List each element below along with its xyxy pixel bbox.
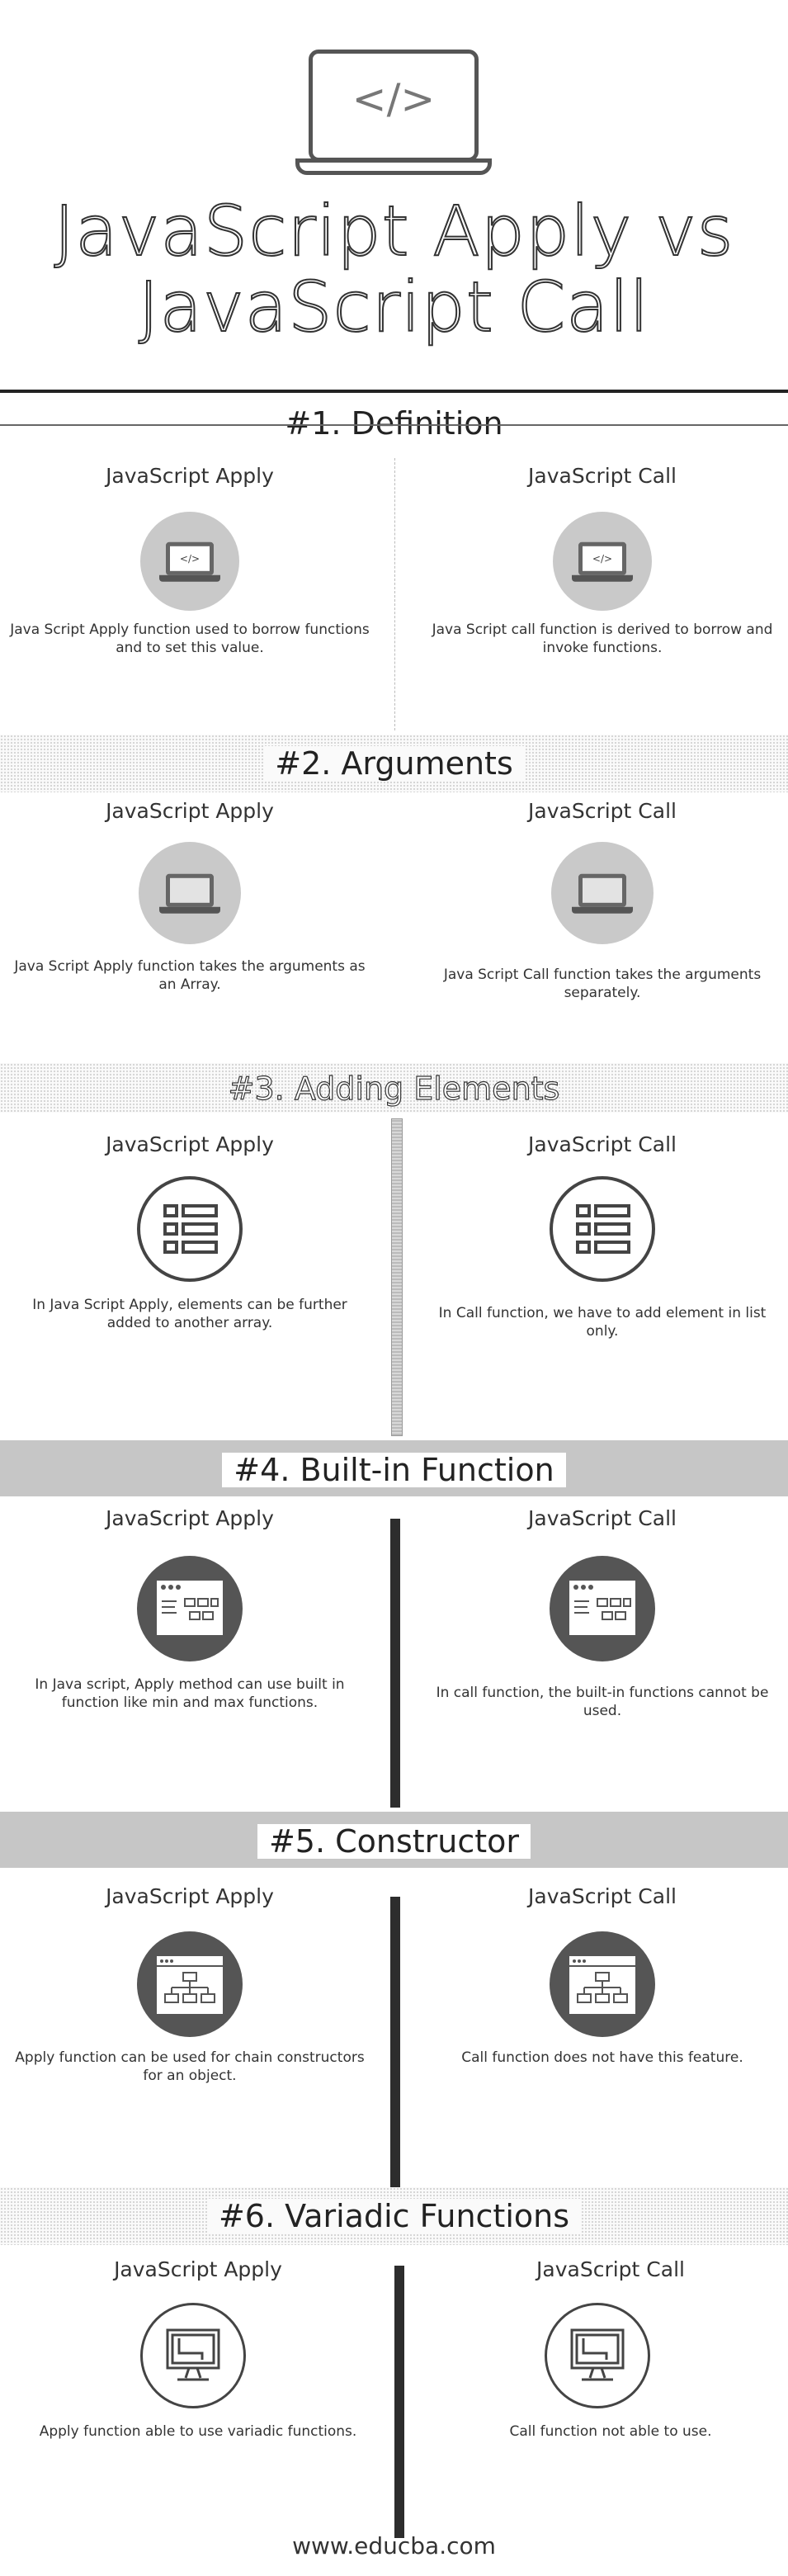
section-heading-5: #5. Constructor bbox=[0, 1824, 788, 1859]
section-4-right-text: In call function, the built-in functions… bbox=[436, 1685, 769, 1719]
section-6-divider bbox=[394, 2266, 404, 2538]
section-6-right-text: Call function not able to use. bbox=[509, 2423, 712, 2440]
section-heading-2: #2. Arguments bbox=[0, 746, 788, 781]
laptop-circle-icon bbox=[139, 842, 241, 944]
section-4-left-title: JavaScript Apply bbox=[106, 1506, 274, 1530]
laptop-base-icon bbox=[295, 158, 492, 175]
monitor-icon bbox=[545, 2303, 650, 2408]
section-heading-4: #4. Built-in Function bbox=[0, 1453, 788, 1487]
section-heading-1: #1. Definition bbox=[0, 406, 788, 441]
section-2-right-title: JavaScript Call bbox=[528, 799, 677, 823]
sitemap-icon bbox=[550, 1931, 655, 2037]
section-2-left-text: Java Script Apply function takes the arg… bbox=[14, 958, 366, 993]
section-5-divider bbox=[390, 1897, 400, 2198]
section-5-left-text: Apply function can be used for chain con… bbox=[15, 2049, 365, 2084]
section-3-right-title: JavaScript Call bbox=[528, 1132, 677, 1156]
list-icon bbox=[137, 1176, 243, 1282]
footer-url: www.educba.com bbox=[292, 2532, 496, 2559]
section-4-divider bbox=[390, 1519, 400, 1808]
list-icon bbox=[550, 1176, 655, 1282]
section-rule-1 bbox=[0, 424, 788, 426]
browser-window-icon bbox=[550, 1556, 655, 1661]
sitemap-icon bbox=[137, 1931, 243, 2037]
section-3-left-title: JavaScript Apply bbox=[106, 1132, 274, 1156]
main-title-line-2: JavaScript Call bbox=[138, 267, 650, 347]
laptop-code-icon: </> bbox=[140, 512, 239, 611]
section-3-left-text: In Java Script Apply, elements can be fu… bbox=[32, 1297, 347, 1331]
section-heading-3: #3. Adding Elements bbox=[228, 1071, 560, 1107]
laptop-code-icon: </> bbox=[553, 512, 652, 611]
section-6-left-text: Apply function able to use variadic func… bbox=[39, 2423, 357, 2440]
browser-window-icon bbox=[137, 1556, 243, 1661]
section-3-right-text: In Call function, we have to add element… bbox=[438, 1305, 767, 1340]
section-1-left-text: Java Script Apply function used to borro… bbox=[10, 622, 370, 656]
section-1-right-title: JavaScript Call bbox=[528, 464, 677, 488]
section-6-left-title: JavaScript Apply bbox=[114, 2257, 282, 2281]
section-5-right-text: Call function does not have this feature… bbox=[461, 2049, 743, 2066]
section-5-left-title: JavaScript Apply bbox=[106, 1884, 274, 1908]
section-5-right-title: JavaScript Call bbox=[528, 1884, 677, 1908]
section-1-right-text: Java Script call function is derived to … bbox=[432, 622, 773, 656]
section-2-right-text: Java Script Call function takes the argu… bbox=[443, 967, 762, 1001]
section-band-3 bbox=[0, 1063, 788, 1113]
header-rule bbox=[0, 390, 788, 393]
section-1-divider bbox=[394, 458, 395, 730]
main-title-line-1: JavaScript Apply vs bbox=[53, 191, 734, 272]
section-4-left-text: In Java script, Apply method can use bui… bbox=[35, 1676, 345, 1711]
code-glyph: </> bbox=[352, 75, 436, 123]
section-2-left-title: JavaScript Apply bbox=[106, 799, 274, 823]
section-band-6 bbox=[0, 2187, 788, 2245]
section-4-right-title: JavaScript Call bbox=[528, 1506, 677, 1530]
laptop-code-icon: </> bbox=[309, 50, 479, 162]
section-6-right-title: JavaScript Call bbox=[536, 2257, 685, 2281]
section-heading-6: #6. Variadic Functions bbox=[0, 2199, 788, 2233]
laptop-circle-icon bbox=[551, 842, 654, 944]
section-1-left-title: JavaScript Apply bbox=[106, 464, 274, 488]
monitor-icon bbox=[140, 2303, 246, 2408]
section-3-divider bbox=[391, 1118, 403, 1436]
